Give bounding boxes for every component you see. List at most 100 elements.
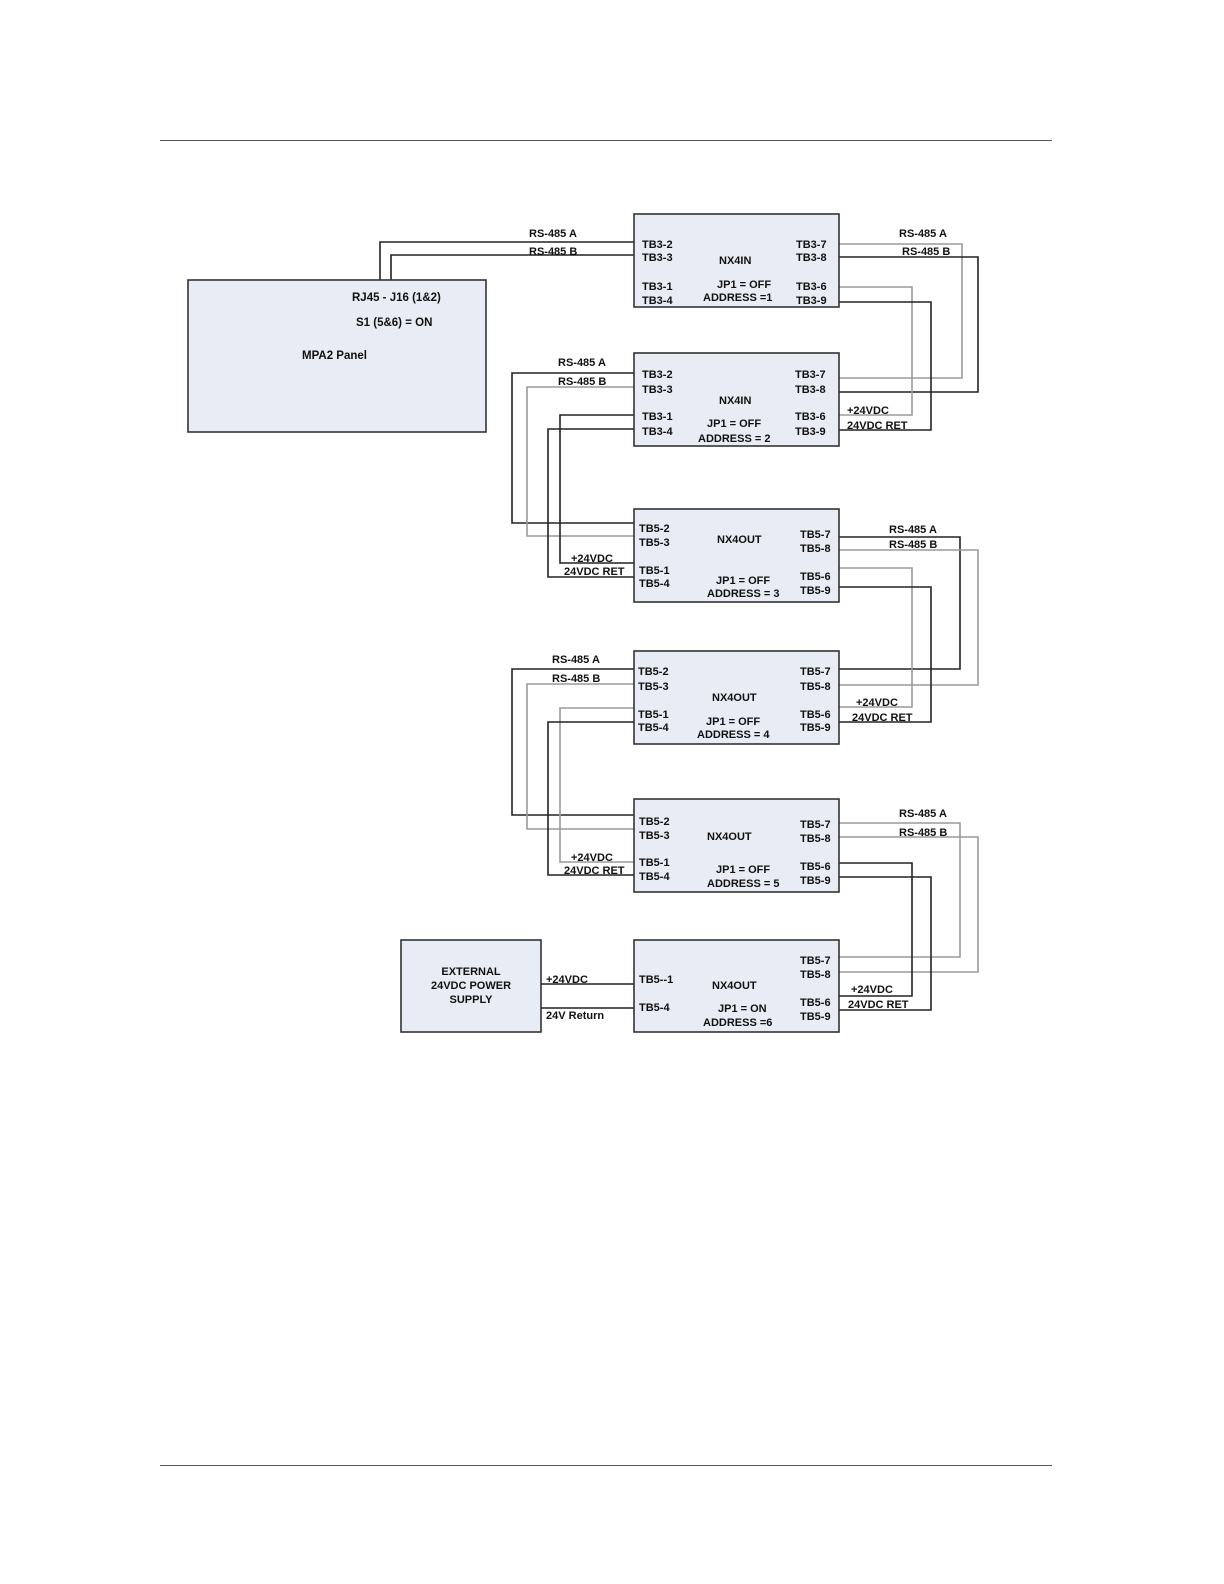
module-5-right-term-4: TB5-9 xyxy=(800,875,831,887)
wire-m2-ret24 xyxy=(547,428,634,578)
module-4-right-term-4: TB5-9 xyxy=(800,722,831,734)
module-5-right-term-3: TB5-6 xyxy=(800,861,831,873)
module-6: TB5--1 TB5-4 TB5-7 TB5-8 TB5-6 TB5-9 NX4… xyxy=(633,939,840,1033)
module-6-left-term-2: TB5-4 xyxy=(639,1002,670,1014)
module-1: TB3-2 TB3-3 TB3-1 TB3-4 TB3-7 TB3-8 TB3-… xyxy=(633,213,840,308)
module-5-right-term-1: TB5-7 xyxy=(800,819,831,831)
wire-label-panel-rs485a: RS-485 A xyxy=(529,228,577,240)
panel-name: MPA2 Panel xyxy=(302,350,367,362)
wire-label-m5-plus24: +24VDC xyxy=(571,852,613,864)
module-1-left-term-3: TB3-1 xyxy=(642,281,673,293)
module-2-type: NX4IN xyxy=(719,395,751,407)
wire-label-m4-rs485a: RS-485 A xyxy=(552,654,600,666)
module-4-type: NX4OUT xyxy=(712,692,757,704)
module-4-right-term-1: TB5-7 xyxy=(800,666,831,678)
power-supply-line-3: SUPPLY xyxy=(449,994,493,1006)
module-1-right-term-1: TB3-7 xyxy=(796,239,827,251)
wire-m4-rs485a xyxy=(511,668,634,816)
module-6-left-term-1: TB5--1 xyxy=(639,974,673,986)
wire-label-m5-ret24: 24VDC RET xyxy=(564,865,625,877)
module-5-left-term-2: TB5-3 xyxy=(639,830,670,842)
wire-label-m2-plus24: +24VDC xyxy=(847,405,889,417)
wire-m3-ret24 xyxy=(839,586,932,723)
wire-label-m5-rs485a: RS-485 A xyxy=(899,808,947,820)
wire-m5-rs485b xyxy=(839,836,979,973)
module-5-address: ADDRESS = 5 xyxy=(707,878,779,890)
wire-label-m3-rs485b: RS-485 B xyxy=(889,539,937,551)
module-1-left-term-2: TB3-3 xyxy=(642,252,673,264)
module-5-left-term-4: TB5-4 xyxy=(639,871,670,883)
panel-port-label: RJ45 - J16 (1&2) xyxy=(352,292,441,304)
module-3-left-term-4: TB5-4 xyxy=(639,578,670,590)
module-4-left-term-3: TB5-1 xyxy=(638,709,669,721)
wire-panel-rs485b xyxy=(390,254,634,280)
module-2-left-term-4: TB3-4 xyxy=(642,426,673,438)
module-4-right-term-3: TB5-6 xyxy=(800,709,831,721)
wire-m2-rs485b xyxy=(526,386,634,537)
module-3: TB5-2 TB5-3 TB5-1 TB5-4 TB5-7 TB5-8 TB5-… xyxy=(633,508,840,603)
wires xyxy=(379,241,979,1011)
wire-label-m3-ret24: 24VDC RET xyxy=(564,566,625,578)
module-6-jp1: JP1 = ON xyxy=(718,1003,767,1015)
module-4: TB5-2 TB5-3 TB5-1 TB5-4 TB5-7 TB5-8 TB5-… xyxy=(633,650,840,745)
wire-m5-rs485a xyxy=(839,822,961,958)
wire-m2-rs485a xyxy=(511,372,634,524)
module-3-left-term-1: TB5-2 xyxy=(639,523,670,535)
module-6-right-term-1: TB5-7 xyxy=(800,955,831,967)
power-supply-line-1: EXTERNAL xyxy=(441,966,501,978)
module-6-type: NX4OUT xyxy=(712,980,757,992)
wire-label-panel-rs485b: RS-485 B xyxy=(529,246,577,258)
module-1-address: ADDRESS =1 xyxy=(703,292,772,304)
header-rule xyxy=(160,140,1052,141)
wire-label-m6-ret24: 24VDC RET xyxy=(848,999,909,1011)
module-5-type: NX4OUT xyxy=(707,831,752,843)
wire-m1-rs485a xyxy=(839,243,963,379)
module-1-jp1: JP1 = OFF xyxy=(717,279,771,291)
wire-label-m3-rs485a: RS-485 A xyxy=(889,524,937,536)
module-5-jp1: JP1 = OFF xyxy=(716,864,770,876)
footer-rule xyxy=(160,1465,1052,1466)
module-3-right-term-3: TB5-6 xyxy=(800,571,831,583)
panel-switch-label: S1 (5&6) = ON xyxy=(356,317,432,329)
wire-m3-rs485a xyxy=(839,536,961,670)
wire-label-m2-rs485b: RS-485 B xyxy=(558,376,606,388)
module-6-right-term-4: TB5-9 xyxy=(800,1011,831,1023)
module-2-left-term-1: TB3-2 xyxy=(642,369,673,381)
module-1-left-term-4: TB3-4 xyxy=(642,295,673,307)
wire-label-ps-plus24: +24VDC xyxy=(546,974,588,986)
wire-m3-plus24 xyxy=(839,567,913,708)
module-1-right-term-2: TB3-8 xyxy=(796,252,827,264)
module-6-right-term-3: TB5-6 xyxy=(800,997,831,1009)
wire-label-m1-rs485b: RS-485 B xyxy=(902,246,950,258)
module-4-right-term-2: TB5-8 xyxy=(800,681,831,693)
module-5-right-term-2: TB5-8 xyxy=(800,833,831,845)
module-2-left-term-2: TB3-3 xyxy=(642,384,673,396)
module-2-right-term-4: TB3-9 xyxy=(795,426,826,438)
module-3-right-term-4: TB5-9 xyxy=(800,585,831,597)
wire-m4-plus24 xyxy=(559,707,634,863)
module-4-left-term-4: TB5-4 xyxy=(638,722,669,734)
module-2-right-term-1: TB3-7 xyxy=(795,369,826,381)
module-3-left-term-2: TB5-3 xyxy=(639,537,670,549)
wire-label-m4-ret24: 24VDC RET xyxy=(852,712,913,724)
wire-m5-ret24 xyxy=(839,876,932,1011)
wire-panel-rs485a xyxy=(379,241,634,280)
wire-m1-rs485b xyxy=(839,256,979,393)
external-power-supply: EXTERNAL 24VDC POWER SUPPLY xyxy=(400,939,542,1033)
wire-label-m6-plus24: +24VDC xyxy=(851,984,893,996)
wire-m3-rs485b xyxy=(839,549,979,686)
module-2-right-term-2: TB3-8 xyxy=(795,384,826,396)
wire-label-m4-rs485b: RS-485 B xyxy=(552,673,600,685)
module-2-jp1: JP1 = OFF xyxy=(707,418,761,430)
module-5-left-term-3: TB5-1 xyxy=(639,857,670,869)
module-1-left-term-1: TB3-2 xyxy=(642,239,673,251)
wire-label-ps-return: 24V Return xyxy=(546,1010,604,1022)
wire-label-m3-plus24: +24VDC xyxy=(571,553,613,565)
module-5: TB5-2 TB5-3 TB5-1 TB5-4 TB5-7 TB5-8 TB5-… xyxy=(633,798,840,893)
module-6-right-term-2: TB5-8 xyxy=(800,969,831,981)
module-4-jp1: JP1 = OFF xyxy=(706,716,760,728)
module-2-left-term-3: TB3-1 xyxy=(642,411,673,423)
module-4-left-term-1: TB5-2 xyxy=(638,666,669,678)
wire-m1-plus24 xyxy=(839,286,913,416)
